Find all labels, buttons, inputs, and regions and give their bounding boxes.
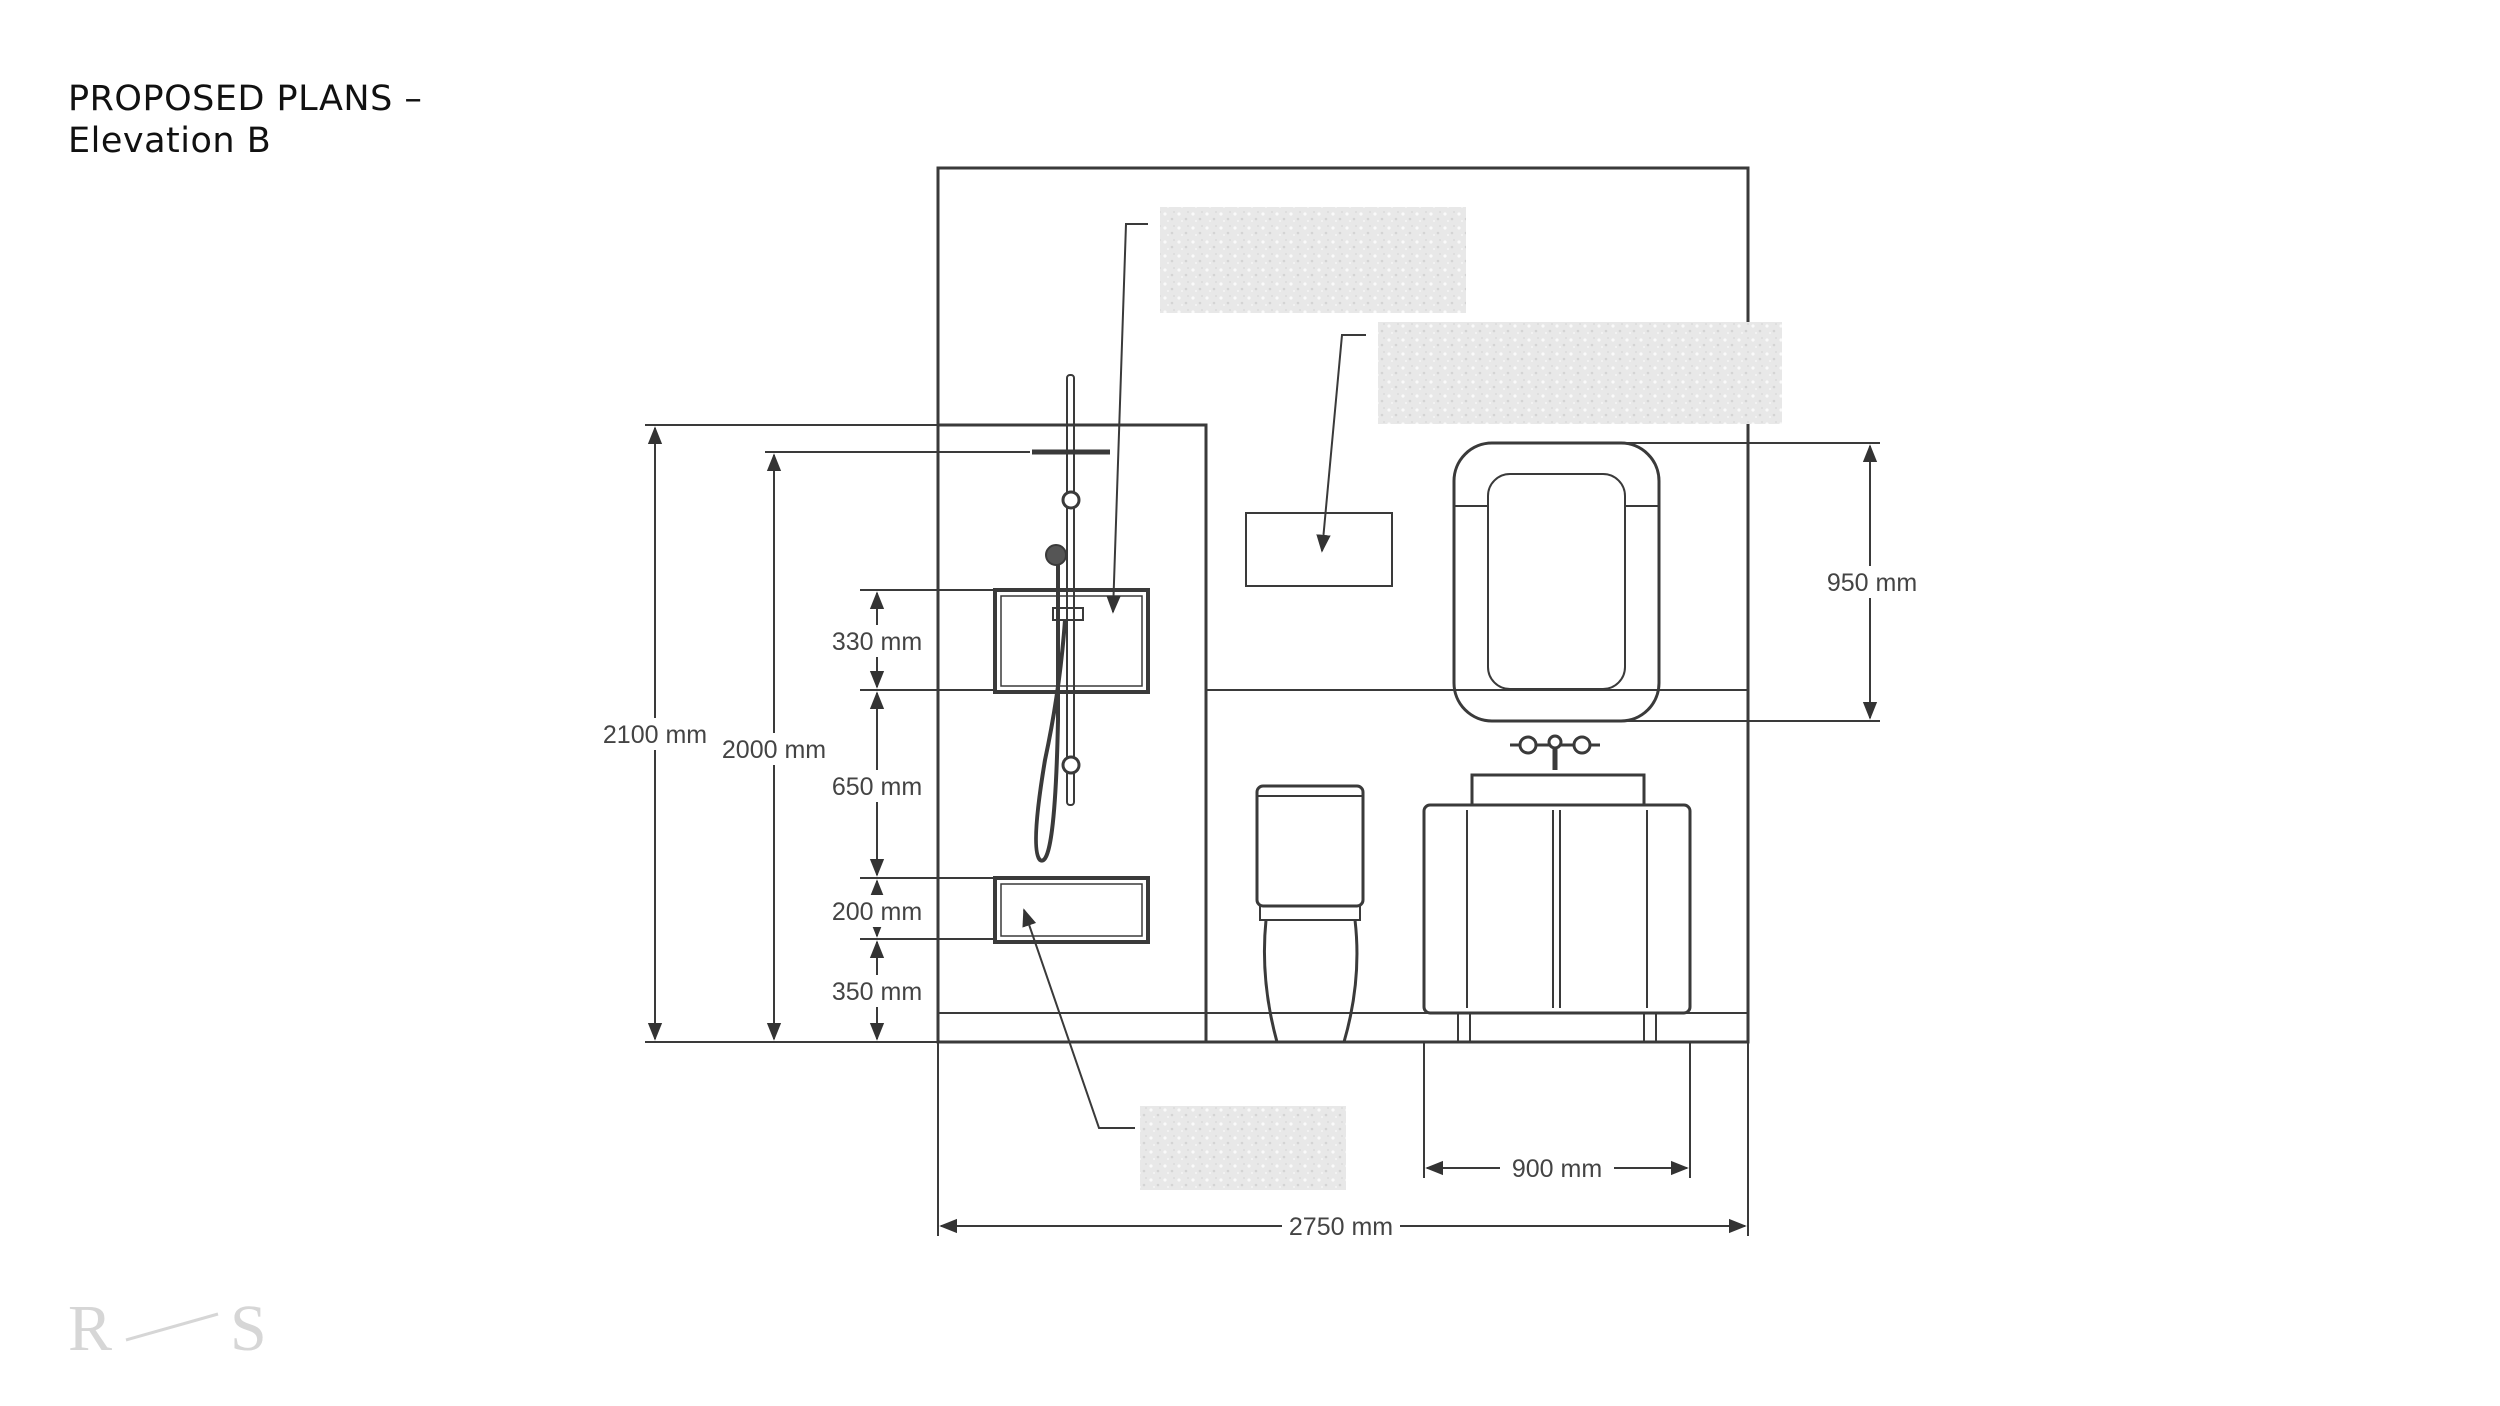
niche-bottom (993, 876, 1150, 944)
shower-rail (1032, 374, 1110, 863)
dim-niche-top: 330 mm (832, 628, 922, 656)
dim-wall-height: 2100 mm (603, 721, 707, 749)
vanity (1422, 773, 1692, 1043)
page-title: PROPOSED PLANS – Elevation B (68, 78, 422, 162)
redacted-label-3 (1140, 1106, 1346, 1190)
niche-top (993, 588, 1150, 694)
dim-vanity-width: 900 mm (1512, 1155, 1602, 1183)
svg-text:S: S (230, 1292, 267, 1365)
title-line-1: PROPOSED PLANS – (68, 79, 423, 119)
dim-niche-bottom: 200 mm (832, 898, 922, 926)
leader-niche (1022, 908, 1135, 1129)
switch-panel (1245, 512, 1393, 587)
leader-switch (1316, 334, 1366, 553)
dim-base-height: 350 mm (832, 978, 922, 1006)
tapware (1510, 734, 1600, 770)
redacted-label-2 (1378, 322, 1782, 424)
dim-shower-height: 2000 mm (722, 736, 826, 764)
dim-niche-gap: 650 mm (832, 773, 922, 801)
mirror (1452, 441, 1661, 723)
leader-top (1106, 223, 1148, 614)
shower-screen (936, 423, 1208, 1044)
dim-mirror-height: 950 mm (1827, 569, 1917, 597)
brand-logo: R S (68, 1292, 267, 1365)
dim-overall-width: 2750 mm (1289, 1213, 1393, 1241)
svg-text:R: R (68, 1292, 112, 1365)
toilet (1255, 784, 1365, 1044)
title-line-2: Elevation B (68, 121, 272, 161)
redacted-label-1 (1160, 207, 1466, 313)
